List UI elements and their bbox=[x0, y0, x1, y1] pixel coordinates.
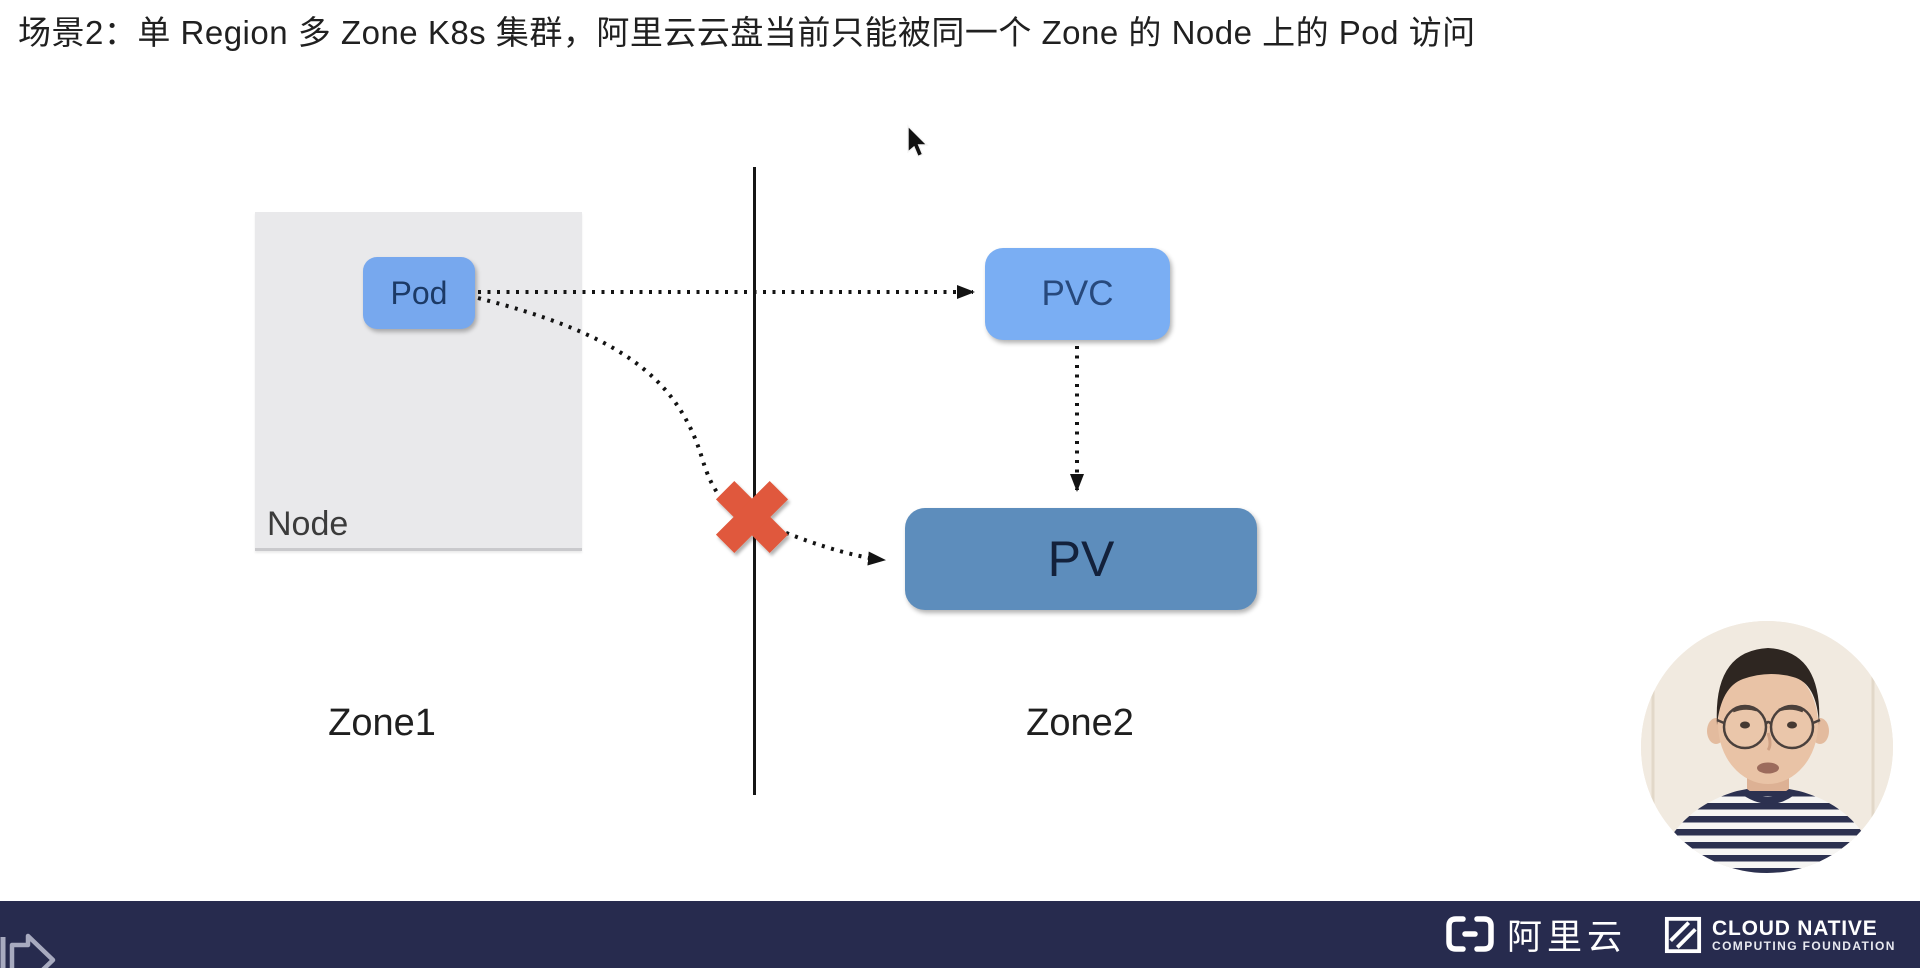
presenter-avatar bbox=[1641, 621, 1893, 873]
mouse-pointer-icon bbox=[907, 124, 929, 158]
footer-bar: 阿里云 CLOUD NATIVE COMPUTING FOUNDATION bbox=[0, 901, 1920, 968]
pod-box: Pod bbox=[363, 257, 475, 329]
pv-label: PV bbox=[1047, 531, 1115, 587]
pvc-label: PVC bbox=[1041, 274, 1114, 313]
alibaba-cloud-label: 阿里云 bbox=[1507, 917, 1628, 957]
zone2-label: Zone2 bbox=[1026, 702, 1134, 744]
zone-divider-line bbox=[753, 167, 756, 795]
node-label: Node bbox=[267, 505, 349, 543]
cncf-name: CLOUD NATIVE bbox=[1712, 916, 1878, 940]
blocked-x-icon bbox=[715, 480, 789, 554]
cncf-subtitle: COMPUTING FOUNDATION bbox=[1712, 938, 1896, 953]
pod-label: Pod bbox=[390, 274, 448, 311]
pv-box: PV bbox=[905, 508, 1257, 610]
zone1-label: Zone1 bbox=[328, 702, 436, 744]
cncf-cube-icon bbox=[1664, 916, 1702, 954]
alibaba-brackets-icon bbox=[1446, 916, 1494, 952]
presenter-webcam bbox=[1641, 621, 1893, 873]
pvc-box: PVC bbox=[985, 248, 1170, 340]
cncf-logo: CLOUD NATIVE COMPUTING FOUNDATION bbox=[1664, 913, 1896, 957]
skip-forward-icon[interactable] bbox=[0, 901, 80, 968]
alibaba-cloud-logo: 阿里云 bbox=[1443, 912, 1627, 957]
slide-title: 场景2：单 Region 多 Zone K8s 集群，阿里云云盘当前只能被同一个… bbox=[18, 14, 1476, 51]
